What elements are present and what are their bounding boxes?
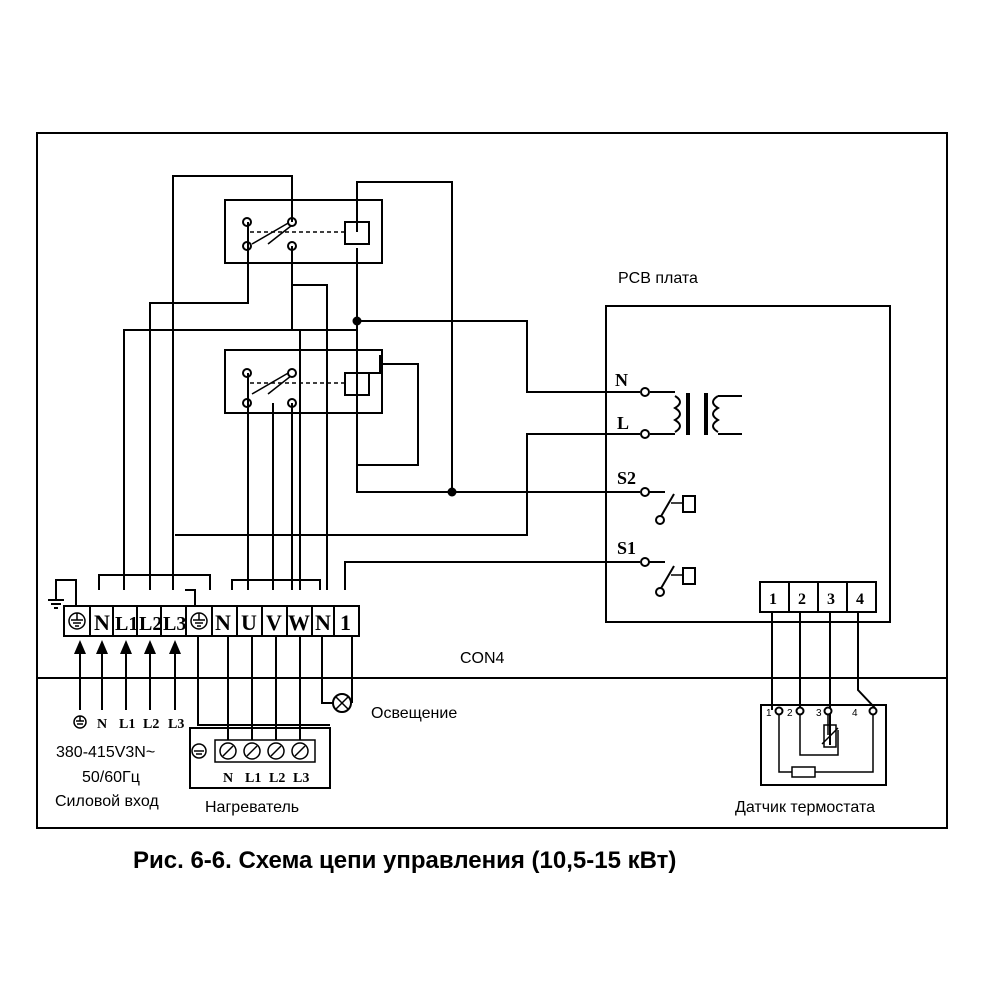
power-input-label: Силовой вход xyxy=(55,793,159,810)
heater-label-l2: L2 xyxy=(269,771,285,786)
lower-contactor xyxy=(224,349,383,414)
con4-pin-2: 2 xyxy=(798,591,806,608)
junction-dot xyxy=(352,316,362,326)
heater-label-l3: L3 xyxy=(293,771,309,786)
tb-label-l3: L3 xyxy=(163,613,186,635)
power-frequency: 50/60Гц xyxy=(82,769,140,786)
tb-label-w: W xyxy=(288,610,310,635)
tb-label-l1: L1 xyxy=(115,613,138,635)
lamp-icon xyxy=(332,693,352,713)
pcb-terminal-s1: S1 xyxy=(617,538,636,558)
thermostat-pin-4: 4 xyxy=(852,708,858,719)
tb-label-n3: N xyxy=(315,610,331,635)
power-voltage: 380-415V3N~ xyxy=(56,744,155,761)
pcb-board xyxy=(605,305,891,623)
con4-pin-1: 1 xyxy=(769,591,777,608)
junction-dot xyxy=(447,487,457,497)
power-label-n: N xyxy=(97,717,107,732)
thermostat-label: Датчик термостата xyxy=(735,799,875,816)
power-label-l2: L2 xyxy=(143,717,159,732)
heater-label-n: N xyxy=(223,771,233,786)
outer-frame xyxy=(36,132,948,829)
power-input-arrows xyxy=(73,640,181,729)
thermostat-pin-3: 3 xyxy=(816,708,822,719)
thermostat-pin-2: 2 xyxy=(787,708,793,719)
tb-label-1: 1 xyxy=(340,610,351,635)
tb-label-l2: L2 xyxy=(139,613,162,635)
pcb-terminal-s2: S2 xyxy=(617,468,636,488)
tb-label-u: U xyxy=(241,610,257,635)
power-label-l3: L3 xyxy=(168,717,184,732)
heater-label: Нагреватель xyxy=(205,799,299,816)
lighting-label: Освещение xyxy=(371,705,457,722)
tb-label-v: V xyxy=(266,610,282,635)
pcb-label: PCB плата xyxy=(618,270,698,287)
heater-terminal-block xyxy=(189,727,331,789)
con4-pin-4: 4 xyxy=(856,591,864,608)
tb-label-n: N xyxy=(94,610,110,635)
con4-label: CON4 xyxy=(460,650,505,667)
pcb-terminal-n: N xyxy=(615,370,628,390)
wiring xyxy=(48,175,876,745)
con4-connector xyxy=(759,581,877,613)
thermostat-sensor xyxy=(760,704,887,786)
power-label-l1: L1 xyxy=(119,717,135,732)
heater-label-l1: L1 xyxy=(245,771,261,786)
pcb-terminal-l: L xyxy=(617,413,629,433)
thermostat-pin-1: 1 xyxy=(766,708,772,719)
figure-caption: Рис. 6-6. Схема цепи управления (10,5-15… xyxy=(133,847,676,874)
con4-pin-3: 3 xyxy=(827,591,835,608)
tb-label-n2: N xyxy=(215,610,231,635)
terminal-block xyxy=(63,605,360,637)
